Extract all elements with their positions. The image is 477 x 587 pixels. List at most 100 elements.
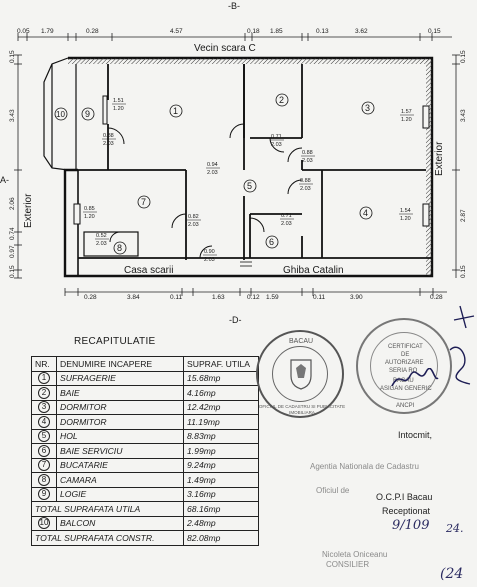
room-number: 8 xyxy=(117,243,122,253)
row-name: BAIE SERVICIU xyxy=(56,443,184,459)
opening-height: 2.03 xyxy=(204,257,215,263)
neighbour-bottom-label: Ghiba Catalin xyxy=(283,265,344,276)
row-area: 9.24mp xyxy=(183,457,259,473)
opening-width: 0.71 xyxy=(271,134,282,140)
total-constr-row: TOTAL SUPRAFATA CONSTR. 82.08mp xyxy=(31,530,259,546)
room-circle xyxy=(137,195,151,209)
windows xyxy=(73,95,430,227)
row-area: 1.99mp xyxy=(183,443,259,459)
opening-height: 1.20 xyxy=(84,214,95,220)
bottom-dim: 0.28 xyxy=(430,294,443,301)
room-number: 6 xyxy=(269,237,274,247)
row-nr: 6 xyxy=(31,443,57,459)
faded-office-text: Oficiul de xyxy=(316,486,350,495)
opening-height: 1.20 xyxy=(400,216,411,222)
row-area: 4.16mp xyxy=(183,385,259,401)
autorizare-line: ASIGAN GENERIC xyxy=(380,386,432,392)
cadastru-stamp-inner-ring xyxy=(272,346,328,402)
left-dim: 3.43 xyxy=(9,109,16,122)
opening-height: 2.03 xyxy=(96,241,107,247)
room-number: 7 xyxy=(141,197,146,207)
autorizare-line: DE xyxy=(401,352,410,358)
autorizare-stamp-bottom: ANCPI xyxy=(396,403,415,409)
room-number: 5 xyxy=(247,181,252,191)
recap-title: RECAPITULATIE xyxy=(74,336,156,347)
header-nr: NR. xyxy=(31,356,57,372)
row-name: DORMITOR xyxy=(56,414,184,430)
top-dim: 0.28 xyxy=(86,28,99,35)
corner-handwriting: (24 xyxy=(440,566,464,582)
room-circle xyxy=(359,206,373,220)
faded-role-text: CONSILIER xyxy=(326,560,370,569)
top-dim: 4.57 xyxy=(170,28,183,35)
autorizare-line: SERIA RO xyxy=(389,368,418,374)
autorizare-stamp: CERTIFICAT DE AUTORIZARE SERIA RO BACAU … xyxy=(356,318,452,414)
left-dim: 2.06 xyxy=(9,197,16,210)
row-name: BALCON xyxy=(56,515,184,531)
stair-label: Casa scarii xyxy=(124,265,173,276)
row-name: HOL xyxy=(56,428,184,444)
total-constr-label: TOTAL SUPRAFATA CONSTR. xyxy=(31,530,184,546)
opening-height: 2.03 xyxy=(207,170,218,176)
wall-hatching xyxy=(68,58,432,276)
opening-dimensions: 1.51 1.20 0.88 2.03 0.71 2.03 1.57 1.20 … xyxy=(83,98,414,263)
cadastru-stamp-top: BACAU xyxy=(289,338,314,345)
right-dim: 0.15 xyxy=(460,50,467,63)
opening-height: 2.03 xyxy=(281,221,292,227)
room-number: 10 xyxy=(56,110,65,119)
stair-arrow xyxy=(240,261,252,267)
room-number: 9 xyxy=(85,109,90,119)
row-nr: 4 xyxy=(31,414,57,430)
row-area: 3.16mp xyxy=(183,486,259,502)
opening-width: 0.85 xyxy=(84,206,95,212)
row-number-circle: 1 xyxy=(38,372,50,385)
opening-height: 2.03 xyxy=(300,186,311,192)
bottom-dim: 0.11 xyxy=(170,294,183,301)
opening-height: 2.03 xyxy=(103,141,114,147)
faded-name-text: Nicoleta Oniceanu xyxy=(322,550,388,559)
opening-width: 0.88 xyxy=(302,150,313,156)
left-dimension-line xyxy=(14,54,22,279)
opening-width: 0.52 xyxy=(96,233,107,239)
autorizare-line: CERTIFICAT xyxy=(388,344,423,350)
opening-width: 0.94 xyxy=(207,162,218,168)
row-area: 11.19mp xyxy=(183,414,259,430)
room-number: 2 xyxy=(279,95,284,105)
row-name: BAIE xyxy=(56,385,184,401)
row-number-circle: 2 xyxy=(38,386,50,399)
autorizare-stamp-inner-ring xyxy=(370,332,438,400)
bottom-dim: 0.11 xyxy=(313,294,326,301)
neighbour-top-label: Vecin scara C xyxy=(194,43,256,54)
total-util-row: TOTAL SUPRAFATA UTILA 68.16mp xyxy=(31,501,259,517)
row-number-circle: 9 xyxy=(38,488,50,501)
top-dim: 0.15 xyxy=(428,28,441,35)
row-name: CAMARA xyxy=(56,472,184,488)
section-mark-left: A- xyxy=(0,175,9,185)
opening-width: 0.90 xyxy=(204,249,215,255)
bottom-dim: 0.12 xyxy=(247,294,260,301)
row-area: 8.83mp xyxy=(183,428,259,444)
right-dimension-line xyxy=(452,54,460,278)
room-circle xyxy=(81,107,95,121)
opening-width: 0.71 xyxy=(281,213,292,219)
section-mark-bottom: -D- xyxy=(229,315,242,325)
row-nr: 10 xyxy=(31,515,57,531)
row-name: LOGIE xyxy=(56,486,184,502)
total-constr-value: 82.08mp xyxy=(183,530,259,546)
row-name: DORMITOR xyxy=(56,399,184,415)
room-number: 3 xyxy=(365,103,370,113)
row-number-circle: 10 xyxy=(38,517,50,530)
top-dim: 1.79 xyxy=(41,28,54,35)
balcony-outline xyxy=(43,57,77,171)
exterior-right-label: Exterior xyxy=(434,141,445,176)
row-number-circle: 4 xyxy=(38,415,50,428)
left-dim: 0.97 xyxy=(9,245,16,258)
room-circle xyxy=(361,101,375,115)
top-dim: 0.05 xyxy=(17,28,30,35)
right-dim: 3.43 xyxy=(460,109,467,122)
